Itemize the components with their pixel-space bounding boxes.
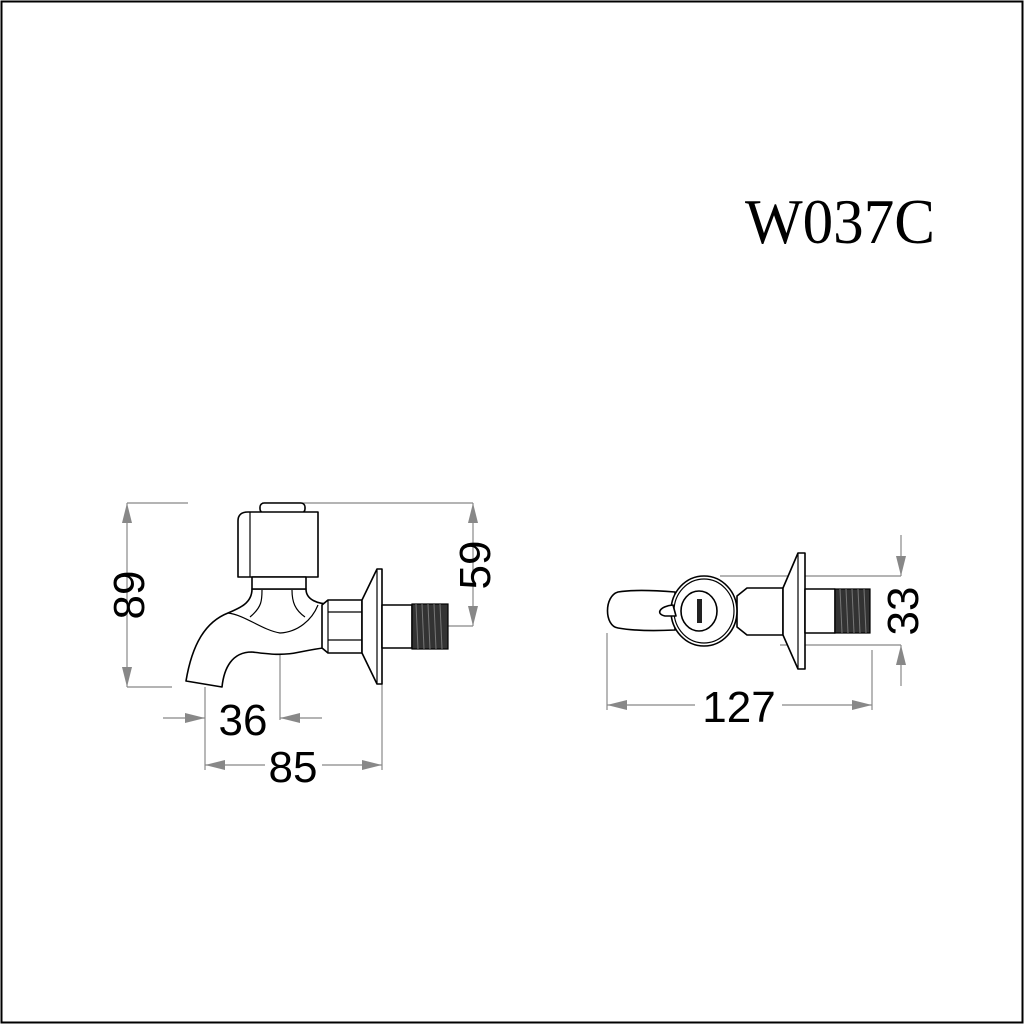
model-number: W037C	[745, 186, 935, 257]
inlet-pipe	[381, 604, 413, 649]
dim-length: 127	[702, 683, 775, 732]
top-inlet-pipe	[804, 588, 836, 634]
dim-projection: 85	[269, 743, 318, 792]
brand-logo	[697, 599, 702, 623]
dim-height-inlet: 59	[451, 541, 500, 590]
top-flange	[782, 552, 806, 670]
spout	[185, 588, 331, 688]
hex-body	[736, 587, 784, 636]
handle-neck	[251, 576, 307, 590]
lever	[606, 589, 676, 632]
top-view-faucet: 33 127	[606, 535, 928, 732]
dim-height-total: 89	[105, 571, 154, 620]
dim-handle-width: 33	[879, 587, 928, 636]
handle	[237, 511, 319, 578]
dim-spout-offset: 36	[219, 696, 268, 745]
wall-flange	[361, 568, 383, 685]
side-view-faucet: 89 59 36 85	[105, 502, 500, 792]
